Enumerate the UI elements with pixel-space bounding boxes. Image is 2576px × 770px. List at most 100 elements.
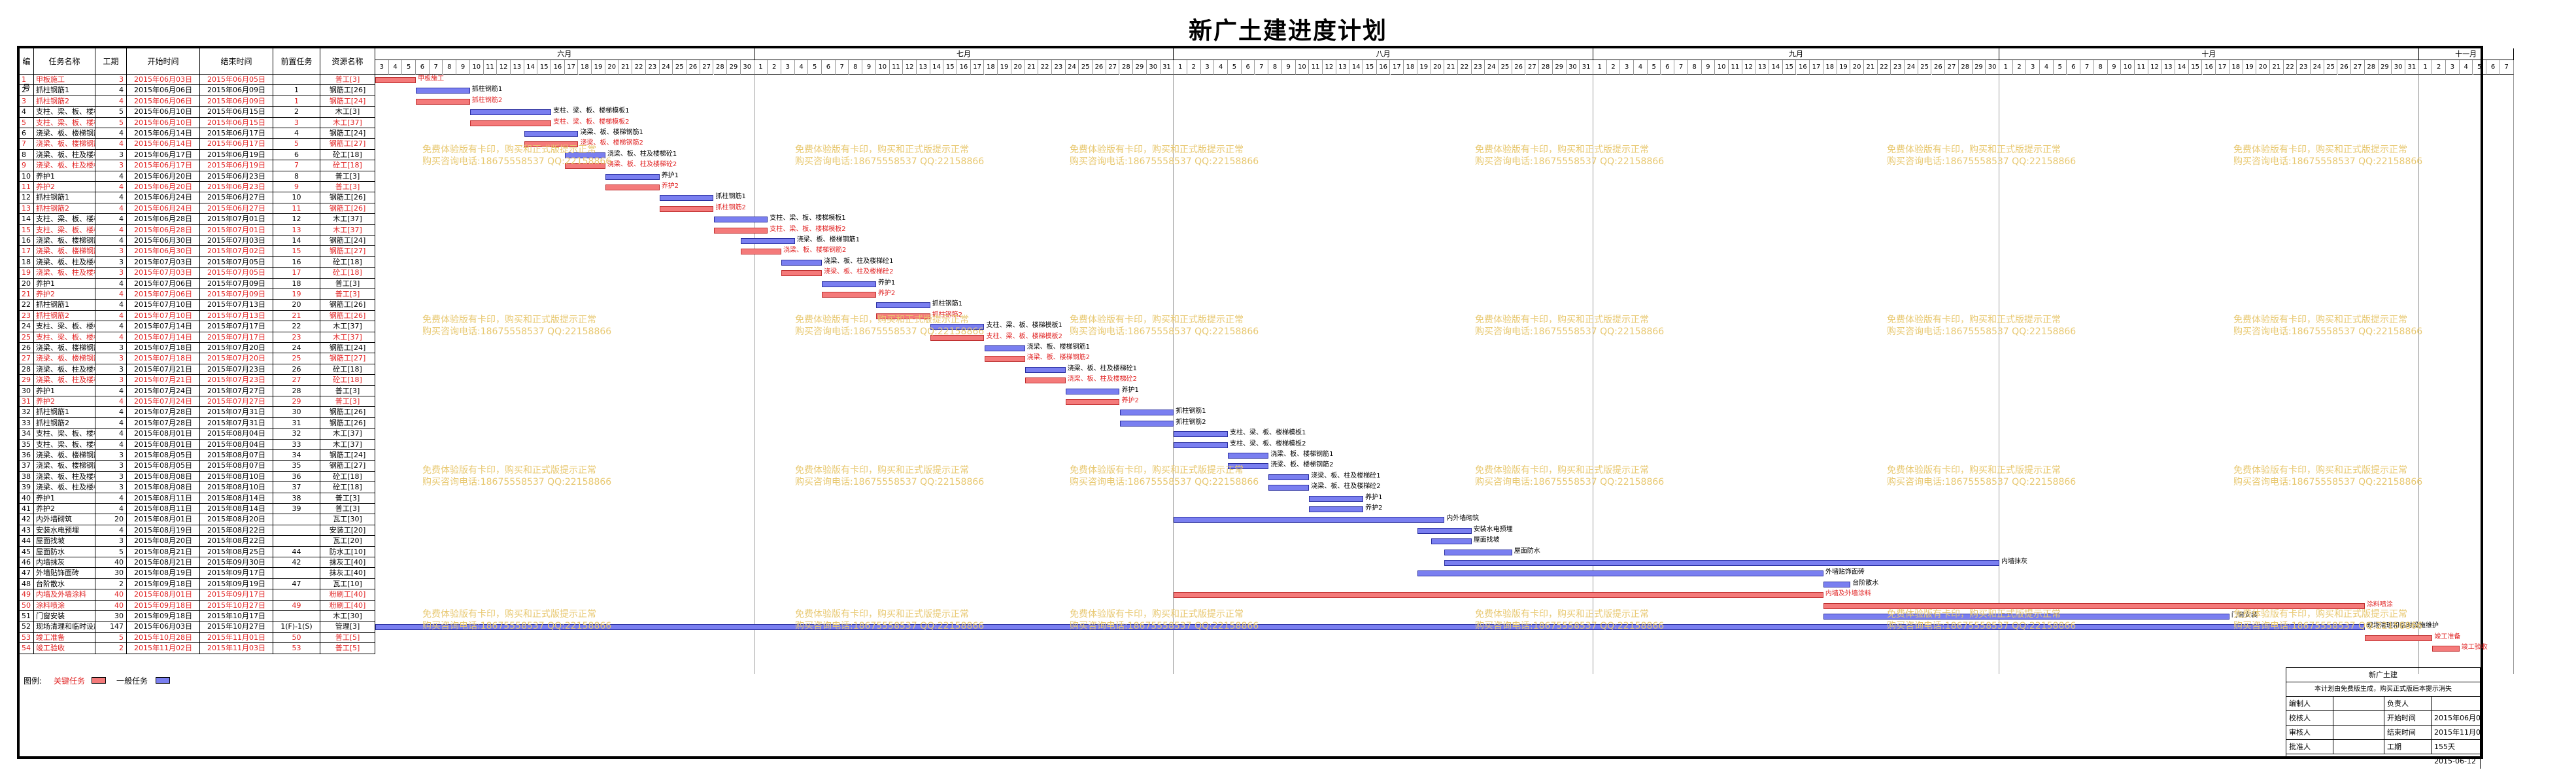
cell-resource: 普工[3]: [320, 182, 375, 193]
cell-duration: 4: [95, 385, 127, 396]
gantt-bar: [1174, 517, 1445, 523]
cell-name: 支柱、梁、板、楼梯模板2: [34, 224, 95, 236]
cell-name: 浇梁、板、楼梯钢筋1: [34, 128, 95, 139]
cell-duration: 3: [95, 353, 127, 364]
cell-name: 浇梁、板、楼梯钢筋2: [34, 353, 95, 364]
day-header: 10: [2121, 60, 2135, 75]
watermark-text: 购买咨询电话:18675558537 QQ:22158866: [795, 477, 985, 487]
cell-end: 2015年10月17日: [200, 611, 273, 622]
cell-duration: 4: [95, 192, 127, 203]
watermark-text: 购买咨询电话:18675558537 QQ:22158866: [2233, 621, 2423, 631]
cell-name: 竣工准备: [34, 632, 95, 644]
gantt-bar-label: 浇梁、板、楼梯钢筋1: [1026, 343, 1090, 351]
info-cell: 批准人: [2286, 740, 2333, 754]
cell-no: 46: [20, 557, 34, 569]
cell-name: 养护1: [34, 493, 95, 504]
cell-duration: 4: [95, 278, 127, 289]
day-header: 16: [957, 60, 971, 75]
cell-predecessor: 12: [273, 214, 320, 225]
gantt-bar-label: 浇梁、板、楼梯钢筋1: [1270, 451, 1334, 458]
watermark-text: 免费体验版有卡印，购买和正式版提示正常: [422, 609, 596, 620]
cell-duration: 4: [95, 224, 127, 236]
cell-predecessor: 22: [273, 321, 320, 332]
day-header: 14: [1349, 60, 1364, 75]
cell-start: 2015年08月21日: [127, 557, 200, 569]
watermark-text: 免费体验版有卡印，购买和正式版提示正常: [1887, 145, 2061, 155]
cell-predecessor: 23: [273, 332, 320, 343]
cell-no: 50: [20, 600, 34, 611]
cell-name: 支柱、梁、板、楼梯模板1: [34, 321, 95, 332]
cell-resource: 砼工[18]: [320, 364, 375, 376]
cell-end: 2015年06月27日: [200, 203, 273, 215]
cell-start: 2015年06月14日: [127, 139, 200, 150]
watermark-text: 免费体验版有卡印，购买和正式版提示正常: [1887, 315, 2061, 325]
month-header: 八月: [1174, 48, 1593, 60]
gantt-bar: [1065, 388, 1120, 394]
cell-no: 52: [20, 621, 34, 633]
cell-no: 3: [20, 96, 34, 107]
cell-name: 浇梁、板、楼梯钢筋1: [34, 450, 95, 461]
cell-start: 2015年08月19日: [127, 525, 200, 536]
cell-name: 内墙抹灰: [34, 557, 95, 569]
gantt-bar: [375, 624, 2365, 631]
cell-duration: 4: [95, 203, 127, 215]
cell-no: 51: [20, 611, 34, 622]
day-header: 8: [849, 60, 863, 75]
cell-resource: 钢筋工[24]: [320, 343, 375, 354]
info-project: 新广土建: [2286, 668, 2481, 682]
gantt-bar-label: 支柱、梁、板、楼梯模板2: [770, 225, 846, 233]
cell-predecessor: [273, 611, 320, 622]
cell-predecessor: 8: [273, 171, 320, 182]
cell-duration: 4: [95, 289, 127, 300]
gantt-bar: [984, 345, 1025, 351]
cell-name: 浇梁、板、柱及楼梯砼2: [34, 482, 95, 493]
day-header: 20: [2256, 60, 2270, 75]
cell-predecessor: 21: [273, 310, 320, 322]
day-header: 24: [2311, 60, 2324, 75]
cell-no: 11: [20, 182, 34, 193]
gantt-bar: [469, 120, 552, 126]
day-header: 2: [1606, 60, 1621, 75]
watermark-text: 免费体验版有卡印，购买和正式版提示正常: [422, 315, 596, 325]
day-header: 19: [1837, 60, 1851, 75]
watermark-text: 购买咨询电话:18675558537 QQ:22158866: [1070, 621, 1259, 631]
watermark-text: 购买咨询电话:18675558537 QQ:22158866: [1887, 477, 2076, 487]
day-header: 24: [1905, 60, 1918, 75]
cell-predecessor: 27: [273, 375, 320, 386]
day-header: 12: [1323, 60, 1336, 75]
gantt-bar-label: 养护2: [877, 290, 896, 297]
cell-end: 2015年07月17日: [200, 332, 273, 343]
gantt-bar-label: 抓柱钢筋2: [471, 96, 503, 104]
gantt-bar: [416, 88, 470, 94]
gantt-bar-label: 浇梁、板、柱及楼梯砼2: [1067, 376, 1138, 383]
cell-predecessor: 33: [273, 439, 320, 450]
gantt-bar: [1174, 431, 1229, 438]
cell-name: 养护2: [34, 504, 95, 515]
cell-end: 2015年06月19日: [200, 149, 273, 161]
cell-resource: 钢筋工[24]: [320, 128, 375, 139]
cell-predecessor: 36: [273, 471, 320, 483]
gantt-bar-label: 养护1: [1121, 386, 1139, 394]
cell-predecessor: 28: [273, 385, 320, 396]
cell-name: 浇梁、板、柱及楼梯砼1: [34, 364, 95, 376]
cell-resource: 砼工[18]: [320, 482, 375, 493]
watermark-text: 购买咨询电话:18675558537 QQ:22158866: [422, 621, 612, 631]
gantt-bar-label: 浇梁、板、柱及楼梯砼2: [1311, 483, 1381, 491]
cell-resource: 防水工[10]: [320, 546, 375, 557]
gantt-bar-label: 支柱、梁、板、楼梯模板1: [770, 215, 846, 222]
day-header: 25: [1918, 60, 1932, 75]
day-header: 5: [808, 60, 822, 75]
cell-start: 2015年07月28日: [127, 407, 200, 418]
cell-predecessor: 42: [273, 557, 320, 569]
cell-resource: 木工[37]: [320, 117, 375, 128]
cell-start: 2015年07月18日: [127, 343, 200, 354]
day-header: 18: [1404, 60, 1417, 75]
cell-end: 2015年06月09日: [200, 85, 273, 96]
cell-duration: 2: [95, 578, 127, 590]
day-header: 23: [1471, 60, 1485, 75]
day-header: 16: [1796, 60, 1810, 75]
cell-resource: 木工[37]: [320, 332, 375, 343]
cell-start: 2015年07月24日: [127, 396, 200, 408]
day-header: 6: [2067, 60, 2081, 75]
cell-resource: 普工[5]: [320, 643, 375, 654]
